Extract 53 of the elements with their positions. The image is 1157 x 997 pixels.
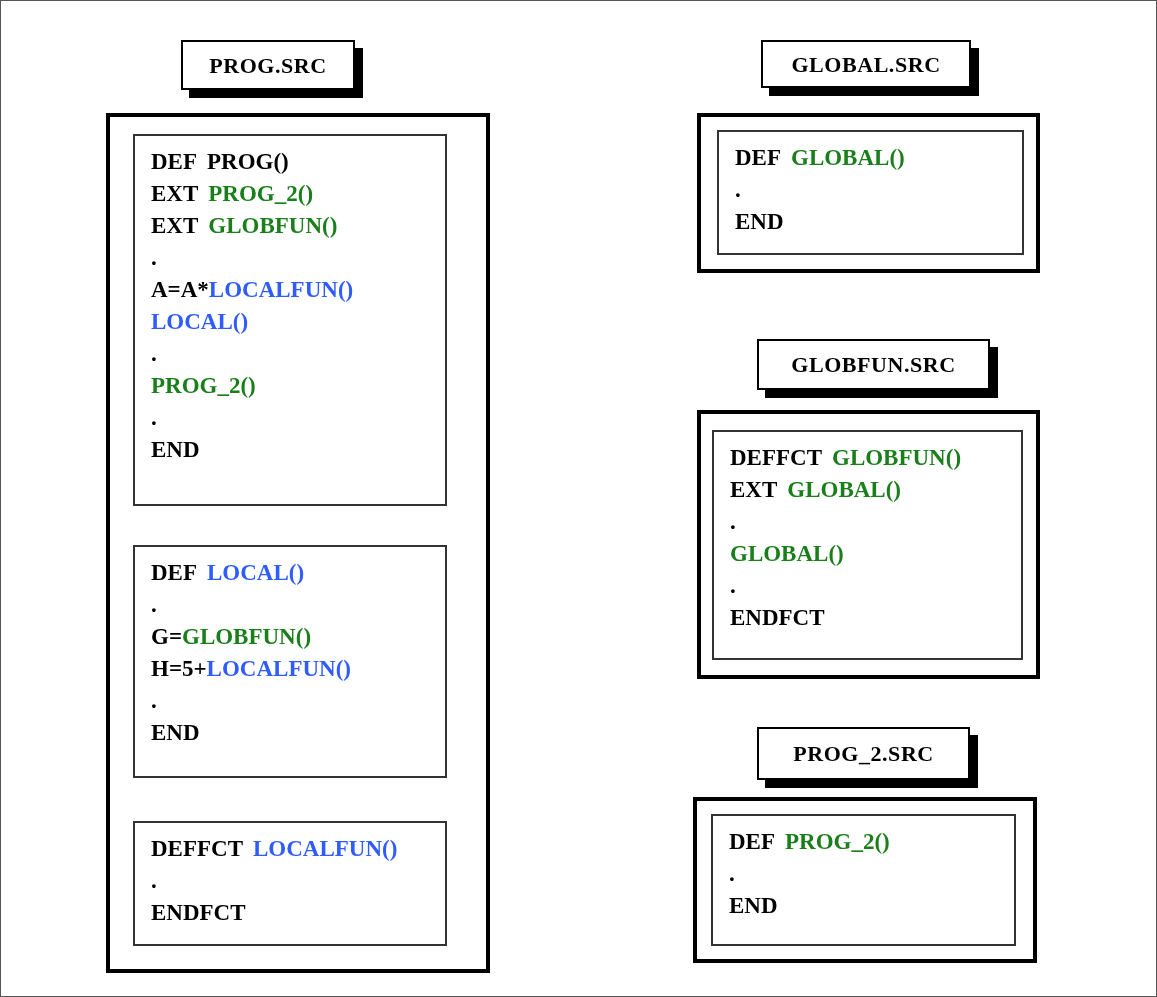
code-block [133, 821, 447, 946]
code-text: ENDFCT [151, 899, 246, 927]
code-text: A=A* [151, 276, 209, 304]
code-text: END [735, 208, 784, 236]
code-text: . [729, 860, 735, 888]
code-text: GLOBAL() [730, 540, 844, 568]
code-text: DEFFCT [151, 835, 243, 863]
code-text: . [151, 591, 157, 619]
code-text: EXT [730, 476, 778, 504]
code-text: DEF [151, 559, 197, 587]
code-text: . [735, 176, 741, 204]
code-text: PROG() [207, 148, 289, 176]
code-text: DEF [729, 828, 775, 856]
code-text: H=5+ [151, 655, 207, 683]
code-text: GLOBFUN() [832, 444, 962, 472]
code-text: ENDFCT [730, 604, 825, 632]
file-box [106, 113, 490, 973]
code-text: DEF [735, 144, 781, 172]
code-text: . [151, 340, 157, 368]
code-text: LOCALFUN() [253, 835, 398, 863]
code-block [717, 130, 1024, 255]
code-block [133, 134, 447, 506]
code-text: DEFFCT [730, 444, 822, 472]
file-box [693, 797, 1037, 963]
code-text: . [730, 572, 736, 600]
code-block [712, 430, 1023, 660]
code-text: GLOBAL() [787, 476, 902, 504]
code-text: DEF [151, 148, 197, 176]
code-text: LOCALFUN() [208, 276, 354, 304]
code-text: . [730, 508, 736, 536]
code-text: . [151, 404, 157, 432]
code-text: . [151, 244, 157, 272]
code-text: GLOBFUN() [208, 212, 338, 240]
code-text: LOCAL() [207, 559, 305, 587]
code-text: PROG_2() [208, 180, 314, 208]
code-text: LOCAL() [151, 308, 249, 336]
code-text: LOCALFUN() [206, 655, 351, 683]
code-text: END [729, 892, 778, 920]
code-text: PROG_2() [151, 372, 256, 400]
file-box [697, 113, 1040, 273]
code-text: . [151, 687, 157, 715]
code-text: . [151, 867, 157, 895]
code-block [711, 814, 1016, 946]
code-text: EXT [151, 212, 199, 240]
code-block [133, 545, 447, 778]
code-text: GLOBFUN() [182, 623, 312, 651]
code-text: END [151, 719, 200, 747]
code-text: PROG_2() [785, 828, 890, 856]
code-text: G= [151, 623, 182, 651]
code-text: END [151, 436, 200, 464]
code-text: GLOBAL() [791, 144, 905, 172]
file-box [697, 410, 1040, 679]
code-text: EXT [151, 180, 199, 208]
